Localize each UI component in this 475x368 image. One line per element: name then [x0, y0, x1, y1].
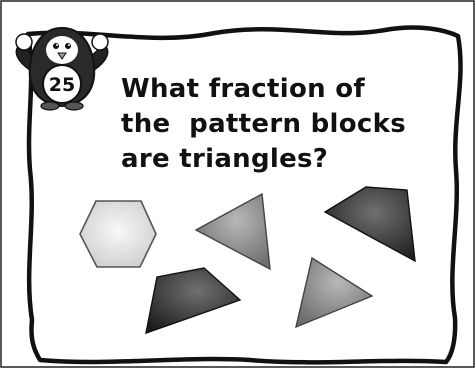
- card-number: 25: [49, 74, 75, 96]
- penguin-icon: [15, 26, 109, 111]
- question-line: What fraction of: [121, 74, 366, 104]
- shape-trapezoid: [145, 267, 242, 335]
- wavy-border: [25, 25, 463, 365]
- question-line: are triangles?: [121, 144, 329, 174]
- shape-trapezoid: [323, 186, 416, 263]
- shape-hexagon: [79, 200, 157, 268]
- shape-triangle: [194, 192, 271, 271]
- question-text: What fraction of the pattern blocks are …: [121, 72, 421, 177]
- question-line: the pattern blocks: [121, 109, 406, 139]
- shape-triangle: [295, 256, 374, 329]
